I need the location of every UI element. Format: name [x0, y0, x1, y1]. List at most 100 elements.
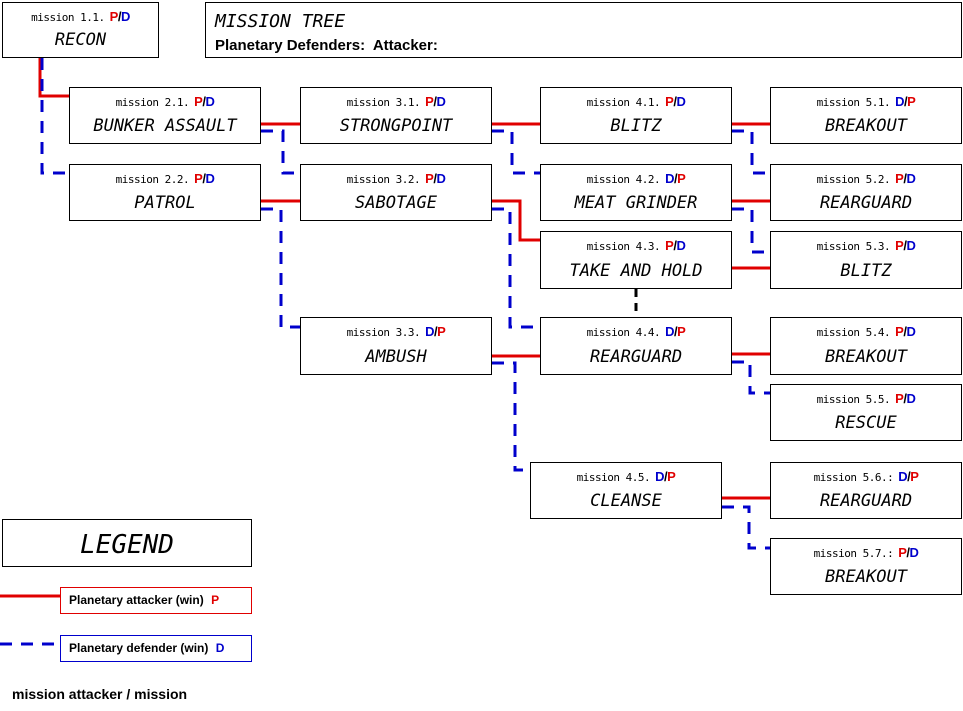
result-slash: /: [664, 469, 668, 484]
mission-number: mission 1.1.: [31, 11, 105, 24]
mission-number-line: mission 3.1. P/D: [301, 94, 491, 109]
mission-name: BLITZ: [840, 261, 892, 281]
mission-result: P/D: [425, 94, 446, 109]
mission-node-5-4[interactable]: mission 5.4.P/D BREAKOUT: [770, 317, 962, 375]
mission-number-line: mission 5.1.D/P: [771, 94, 961, 109]
mission-number: mission 5.7.:: [813, 547, 894, 560]
mission-result: P/D: [895, 238, 916, 253]
mission-node-4-2[interactable]: mission 4.2.D/P MEAT GRINDER: [540, 164, 732, 221]
mission-number-line: mission 4.2.D/P: [541, 171, 731, 186]
result-first: D: [425, 324, 435, 339]
result-slash: /: [117, 9, 122, 24]
result-second: P: [677, 324, 686, 339]
result-slash: /: [906, 545, 910, 560]
link-attacker-m1_1-m2_1: [38, 58, 69, 98]
legend-defender-code: D: [215, 641, 225, 655]
mission-number-line: mission 5.4.P/D: [771, 324, 961, 339]
result-slash: /: [674, 324, 678, 339]
mission-node-5-5[interactable]: mission 5.5.P/D RESCUE: [770, 384, 962, 441]
link-attacker-m3_2-m4_3: [492, 199, 540, 242]
mission-result: P/D: [665, 238, 686, 253]
result-slash: /: [673, 94, 677, 109]
title-panel: MISSION TREE Planetary Defenders: Attack…: [205, 2, 962, 58]
result-first: P: [194, 171, 203, 186]
link-defender-m3_1-m4_2: [492, 129, 540, 175]
result-first: P: [895, 171, 904, 186]
mission-name: TAKE AND HOLD: [569, 261, 703, 281]
mission-number-line: mission 3.2.P/D: [301, 171, 491, 186]
link-defender-m2_1-m3_2: [261, 129, 300, 175]
mission-number: mission 5.4.: [816, 326, 891, 339]
result-first: P: [194, 94, 203, 109]
result-first: D: [895, 94, 905, 109]
mission-name: BREAKOUT: [825, 347, 907, 367]
mission-number: mission 2.2.: [115, 173, 190, 186]
result-second: D: [676, 238, 686, 253]
result-first: P: [665, 238, 674, 253]
mission-name: REARGUARD: [819, 193, 913, 213]
mission-node-5-1[interactable]: mission 5.1.D/P BREAKOUT: [770, 87, 962, 144]
mission-number: mission 3.1.: [346, 96, 421, 109]
result-second: P: [667, 469, 676, 484]
mission-result: D/P: [655, 469, 676, 484]
mission-name: BUNKER ASSAULT: [93, 116, 237, 136]
result-second: D: [906, 324, 916, 339]
result-second: P: [907, 94, 916, 109]
mission-number-line: mission 5.5.P/D: [771, 391, 961, 406]
result-first: P: [425, 171, 434, 186]
result-second: D: [676, 94, 686, 109]
mission-result: D/P: [425, 324, 446, 339]
mission-result: P/D: [110, 9, 131, 24]
result-first: D: [898, 469, 908, 484]
link-defender-m3_2-m4_4: [492, 207, 540, 329]
result-slash: /: [903, 391, 907, 406]
mission-number-line: mission 5.3.P/D: [771, 238, 961, 253]
mission-name: RESCUE: [835, 413, 897, 433]
mission-name: RECON: [54, 30, 107, 50]
legend-defender-label: Planetary defender (win): [69, 641, 209, 655]
result-first: P: [898, 545, 907, 560]
mission-number: mission 5.2.: [816, 173, 891, 186]
mission-node-5-3[interactable]: mission 5.3.P/D BLITZ: [770, 231, 962, 289]
link-defender-m4_5-m5_7: [722, 505, 770, 550]
result-second: P: [437, 324, 446, 339]
mission-node-4-3[interactable]: mission 4.3.P/D TAKE AND HOLD: [540, 231, 732, 289]
footnote: mission attacker / mission: [12, 686, 188, 702]
page-title: MISSION TREE: [215, 11, 346, 32]
mission-number: mission 4.2.: [586, 173, 661, 186]
mission-name: BLITZ: [610, 116, 662, 136]
result-slash: /: [433, 94, 437, 109]
mission-number-line: mission 2.2.P/D: [70, 171, 260, 186]
result-second: D: [205, 94, 215, 109]
mission-name: BREAKOUT: [825, 116, 907, 136]
mission-number: mission 4.4.: [586, 326, 661, 339]
link-defender-m3_3-m4_5: [492, 361, 540, 472]
result-second: D: [906, 238, 916, 253]
result-second: D: [205, 171, 215, 186]
mission-number: mission 4.1.: [586, 96, 661, 109]
result-second: D: [906, 171, 916, 186]
mission-number-line: mission 4.3.P/D: [541, 238, 731, 253]
faction-subtitle: Planetary Defenders: Attacker:: [215, 37, 438, 54]
mission-name: REARGUARD: [589, 347, 683, 367]
mission-number: mission 5.5.: [816, 393, 891, 406]
mission-name: MEAT GRINDER: [574, 193, 698, 213]
mission-number-line: mission 4.5.D/P: [531, 469, 721, 484]
mission-number-line: mission 4.4.D/P: [541, 324, 731, 339]
result-slash: /: [434, 324, 438, 339]
legend-defender-entry: Planetary defender (win) D: [60, 635, 252, 662]
mission-node-4-4[interactable]: mission 4.4.D/P REARGUARD: [540, 317, 732, 375]
mission-number: mission 2.1.: [115, 96, 190, 109]
mission-result: P/D: [665, 94, 686, 109]
